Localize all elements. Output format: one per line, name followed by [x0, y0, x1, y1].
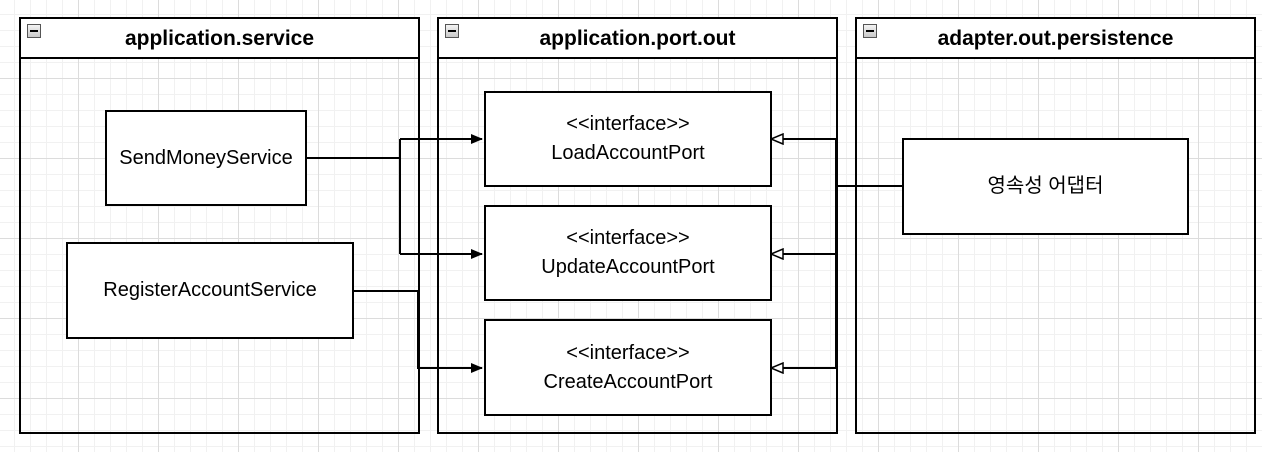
interface-stereotype: <<interface>>	[566, 341, 690, 364]
collapse-icon[interactable]	[27, 24, 41, 38]
interface-name: UpdateAccountPort	[541, 256, 715, 278]
package-adapter-out-persistence[interactable]: adapter.out.persistence	[855, 17, 1256, 434]
package-header: application.port.out	[439, 19, 836, 59]
class-register-account-service[interactable]: RegisterAccountService	[66, 242, 354, 339]
class-name: RegisterAccountService	[103, 279, 317, 301]
interface-stereotype: <<interface>>	[566, 227, 690, 249]
package-application-port-out[interactable]: application.port.out	[437, 17, 838, 434]
package-application-service[interactable]: application.service	[19, 17, 420, 434]
package-title: application.service	[124, 27, 315, 50]
package-header: adapter.out.persistence	[857, 19, 1254, 59]
package-title: adapter.out.persistence	[937, 27, 1174, 50]
class-name: SendMoneyService	[119, 146, 293, 169]
class-send-money-service[interactable]: SendMoneyService	[105, 110, 307, 206]
class-persistence-adapter[interactable]: 영속성 어댑터	[902, 138, 1189, 235]
interface-stereotype: <<interface>>	[566, 113, 690, 135]
interface-create-account-port[interactable]: <<interface>> CreateAccountPort	[484, 319, 772, 416]
collapse-icon[interactable]	[445, 24, 459, 38]
collapse-icon[interactable]	[863, 24, 877, 38]
interface-name: CreateAccountPort	[543, 370, 713, 393]
interface-name: LoadAccountPort	[551, 142, 705, 164]
interface-update-account-port[interactable]: <<interface>> UpdateAccountPort	[484, 205, 772, 301]
package-header: application.service	[21, 19, 418, 59]
class-name: 영속성 어댑터	[987, 175, 1104, 197]
interface-load-account-port[interactable]: <<interface>> LoadAccountPort	[484, 91, 772, 187]
package-title: application.port.out	[539, 27, 736, 50]
